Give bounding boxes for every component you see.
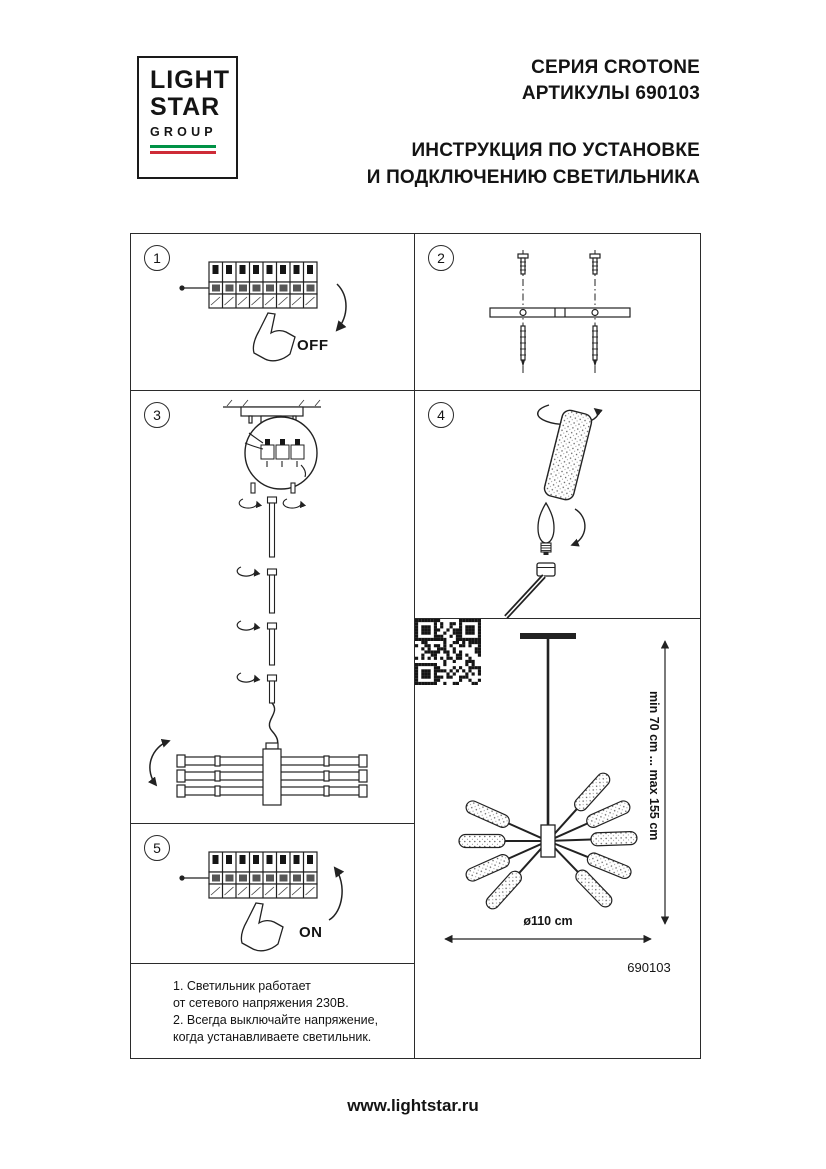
footer-url: www.lightstar.ru [347,1096,479,1115]
socket-arm [504,562,556,618]
step-3-panel: 3 [130,390,415,824]
notes-panel: 1. Светильник работает от сетевого напря… [130,963,415,1059]
italian-flag-icon [150,145,216,154]
off-label: OFF [297,337,329,354]
pointing-hand-icon [240,902,284,952]
mounting-bracket-illustration [489,250,631,374]
step-5-panel: 5 [130,823,415,964]
product-panel: min 70 cm ... max 155 cm ø110 cm 690103 [414,618,701,1059]
step-4-number: 4 [428,402,454,428]
logo-word-star: STAR [150,93,221,121]
breaker-on-illustration [179,851,345,952]
step-1-panel: 1 [130,233,415,391]
shade-bulb-illustration [504,404,603,618]
rotate-down-arrow-icon [335,283,347,332]
step-5-number: 5 [144,835,170,861]
step-1-number: 1 [144,245,170,271]
height-dimension-label: min 70 cm ... max 155 cm [647,691,661,841]
header: СЕРИЯ CROTONE АРТИКУЛЫ 690103 ИНСТРУКЦИЯ… [367,55,700,191]
step-2-panel: 2 [414,233,701,391]
wiring-detail-bubble [244,416,318,490]
diameter-dimension-label: ø110 cm [523,914,573,928]
series-title: СЕРИЯ CROTONE [531,57,700,78]
on-label: ON [299,924,323,941]
article-number: 690103 [627,960,671,975]
chandelier-hub [540,824,556,858]
step-2-number: 2 [428,245,454,271]
qr-code [415,619,481,685]
candle-bulb [537,501,555,555]
notes-text: 1. Светильник работает от сетевого напря… [173,979,379,1044]
rod-assembly-illustration [147,399,368,806]
chandelier-arms [458,772,638,910]
breaker-off-illustration [179,261,347,362]
insert-arrow-icon [570,508,586,547]
rotate-up-arrow-icon [328,866,345,921]
instruction-title: ИНСТРУКЦИЯ ПО УСТАНОВКЕ И ПОДКЛЮЧЕНИЮ СВ… [366,140,700,188]
pointing-hand-icon [252,312,296,362]
swivel-arrow-icon [147,739,171,787]
screw-rotation-arrows [236,566,261,683]
step-3-number: 3 [144,402,170,428]
articles-title: АРТИКУЛЫ 690103 [521,83,700,104]
logo-word-light: LIGHT [150,66,230,94]
lightstar-logo: LIGHT STAR GROUP [137,56,238,179]
glass-shade [543,409,593,501]
logo-word-group: GROUP [150,125,217,139]
chandelier-illustration [444,633,670,944]
step-4-panel: 4 [414,390,701,619]
